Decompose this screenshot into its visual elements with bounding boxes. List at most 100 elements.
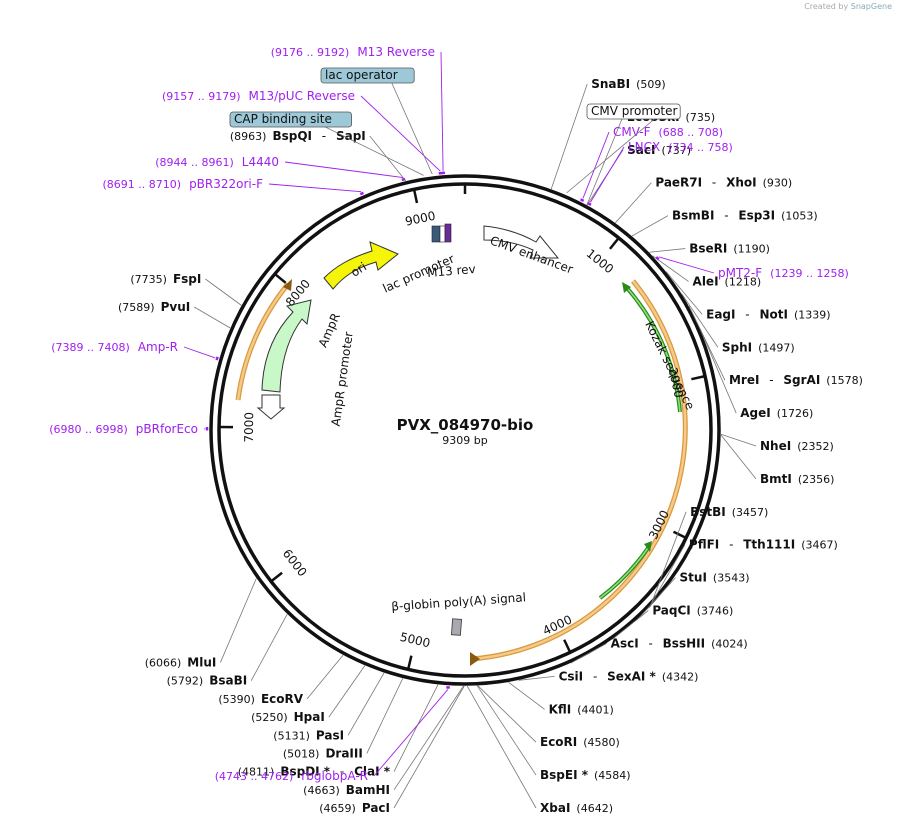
enzyme-label-part: (5250) [251,711,288,724]
enzyme-label-part: StuI [680,571,707,585]
enzyme-site: (5131)PasI [273,672,385,742]
enzyme-label-part: (3467) [801,539,838,552]
enzyme-site: BsmBI - Esp3I(1053) [631,209,818,237]
primer-leader [373,689,449,777]
enzyme-label-part: (7589) [118,301,155,314]
enzyme-leader [205,278,242,306]
primer: CMV-F(688 .. 708) [579,125,723,203]
primer-label: pMT2-F(1239 .. 1258) [718,266,849,280]
enzyme-label-part: (5131) [273,729,310,742]
primer-label-part: LNCX [628,140,660,154]
enzyme-leader [681,293,719,348]
enzyme-site: AleI(1218) [652,255,761,288]
enzyme-label-part: EcoRV [261,692,304,706]
enzyme-site: EagI - NotI(1339) [665,271,831,321]
enzyme-label: (5250)HpaI [251,710,325,724]
enzyme-label-part: (1578) [826,374,863,387]
primer-label-part: (8691 .. 8710) [103,178,182,191]
enzyme-site: Eco53kI(735) [586,110,715,206]
primer-leader [440,51,444,171]
enzyme-label-part: SnaBI [591,77,630,91]
enzyme-leader [508,681,545,710]
tick-label: 2000 [666,366,686,399]
primer: (8944 .. 8961) L4440 [155,155,406,182]
enzyme-label-part: Esp3I [738,209,775,223]
enzyme-label-part: (4342) [662,670,699,683]
enzyme-label-part: XbaI [540,801,570,815]
enzyme-site: PflFI - Tth111I(3467) [648,538,838,609]
primer-label-part: (6980 .. 6998) [49,423,128,436]
enzyme-label-part: SphI [722,340,752,354]
tick-mark [672,530,687,540]
enzyme-label-part: (8963) [230,130,267,143]
primer-label: (9176 .. 9192)M13 Reverse [271,45,435,59]
primer-label: (7389 .. 7408)Amp-R [51,340,178,354]
enzyme-label-part: (4401) [577,703,614,716]
enzyme-leader [306,654,344,700]
feature-label-ampr: AmpR [316,311,343,349]
enzyme-leader [393,685,465,809]
primer-site [655,256,660,261]
primer: (6980 .. 6998)pBRforEco [49,422,209,436]
enzyme-site: PaeR7I - XhoI(930) [615,176,792,224]
box-leader [566,116,658,194]
enzyme-leader [699,328,737,414]
enzyme-label: BstBI(3457) [690,505,768,519]
enzyme-label: (4811)BspDI * - ClaI * [238,765,391,779]
enzyme-label-part: CsiI [559,669,584,683]
enzyme-leader [688,305,726,381]
primer-site [587,202,592,206]
feature-label-polya: β-globin poly(A) signal [391,590,527,613]
enzyme-label-part: (5390) [218,693,255,706]
enzyme-label: XbaI(4642) [540,801,613,815]
enzyme-label-part: SacI [627,143,655,157]
enzyme-leader [366,678,404,754]
enzyme-label-part: - [765,373,777,387]
enzyme-leader [328,665,366,718]
enzyme-label-part: (7735) [130,273,167,286]
enzyme-label: SacI(737) [627,143,691,157]
box-text: lac operator [325,68,398,82]
polya-box [451,618,462,636]
enzyme-site: AscI - BssHII(4024) [570,636,748,664]
enzyme-site: MreI - SgrAI(1578) [688,305,863,387]
enzyme-label: (6066)MluI [145,656,217,670]
box-leader [321,124,424,176]
enzyme-label-part: AscI [611,636,639,650]
primer-label-part: rbglobpA-R [301,769,368,783]
primer-label-part: (9176 .. 9192) [271,46,350,59]
enzyme-label: SnaBI (509) [591,77,666,91]
primer: (9157 .. 9179)M13/pUC Reverse [162,89,443,175]
enzyme-label: (8963)BspQI - SapI [230,129,366,143]
boxed-feature-label: lac operator [320,67,433,175]
ampr-promoter-arrow [256,394,286,420]
enzyme-site: (4659)PacI [319,685,465,815]
primer-label-part: (1239 .. 1258) [770,267,849,280]
ori-arrow [323,241,399,290]
enzyme-label-part: PflFI [689,538,719,552]
enzyme-label-part: NheI [760,439,791,453]
tick-label: 6000 [280,547,310,580]
box-background [586,103,681,120]
boxed-feature-label: CAP binding site [229,111,424,176]
enzyme-label: EagI - NotI(1339) [706,307,830,321]
enzyme-label-part: - [741,307,753,321]
enzyme-site: (7589)PvuI [118,300,231,329]
enzyme-label-part: BseRI [689,242,727,256]
enzyme-label-part: (2352) [797,440,834,453]
primer: (8691 .. 8710)pBR322ori-F [103,177,365,196]
enzyme-label-part: BspDI * [280,765,330,779]
enzyme-label-part: - [589,669,601,683]
enzyme-label: AscI - BssHII(4024) [611,636,748,650]
enzyme-site: PaqCI(3746) [612,604,733,640]
enzyme-label-part: (3457) [732,506,769,519]
enzyme-label-part: PacI [362,801,390,815]
tick-label: 7000 [242,412,256,443]
tick-mark [563,639,572,653]
primer-label-part: (8944 .. 8961) [155,156,234,169]
enzyme-label-part: (509) [636,78,666,91]
primer-label-part: L4440 [242,155,279,169]
enzyme-leader [665,271,703,315]
enzyme-label: CsiI - SexAI *(4342) [559,669,699,683]
